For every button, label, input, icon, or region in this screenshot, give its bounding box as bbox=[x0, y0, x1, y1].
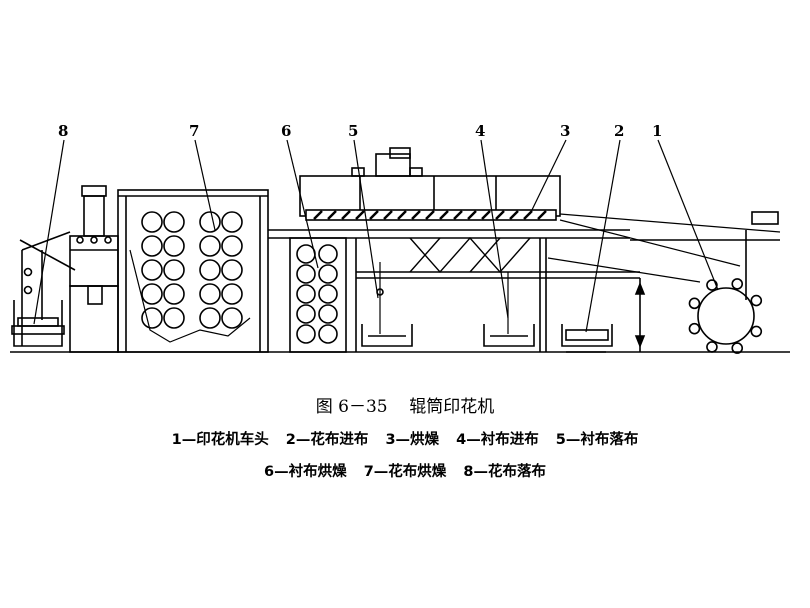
legend-item-7: 7—花布烘燥 bbox=[363, 464, 447, 480]
legend-row-1: 1—印花机车头 2—花布进布 3—烘燥 4—衬布进布 5—衬布落布 bbox=[0, 428, 810, 449]
belt-hatch-mark bbox=[453, 210, 463, 220]
belt-hatch-mark bbox=[509, 210, 519, 220]
figure-caption: 图 6－35 辊筒印花机 bbox=[0, 392, 810, 417]
drying-cylinder bbox=[163, 283, 185, 305]
color-roller bbox=[731, 342, 744, 354]
belt-hatch-mark bbox=[383, 210, 393, 220]
callout-3: 3 bbox=[560, 122, 570, 140]
legend-item-1: 1—印花机车头 bbox=[171, 432, 269, 448]
drying-cylinder bbox=[141, 307, 163, 329]
belt-hatch-mark bbox=[467, 210, 477, 220]
belt-hatch-mark bbox=[495, 210, 505, 220]
belt-hatch-mark bbox=[355, 210, 365, 220]
drying-cylinder bbox=[141, 259, 163, 281]
drying-cylinder bbox=[163, 235, 185, 257]
drying-cylinder bbox=[221, 307, 243, 329]
drying-cylinder bbox=[221, 283, 243, 305]
roller-printing-machine-diagram: 8 7 6 5 4 3 2 1 bbox=[10, 122, 790, 354]
callout-7: 7 bbox=[189, 122, 199, 140]
part-1-printing-head bbox=[547, 211, 781, 354]
leader-lines bbox=[33, 139, 719, 333]
back-grey-cylinder bbox=[296, 304, 316, 324]
drying-cylinder bbox=[221, 235, 243, 257]
back-grey-cylinder bbox=[318, 304, 338, 324]
outlet-column bbox=[69, 185, 119, 353]
part-8-cloth-batching bbox=[11, 231, 76, 347]
drying-cylinder bbox=[221, 211, 243, 233]
callout-5: 5 bbox=[348, 122, 358, 140]
color-roller bbox=[688, 297, 701, 310]
back-grey-cylinder bbox=[318, 244, 338, 264]
part-7-cloth-dryer bbox=[117, 189, 269, 353]
main-frame bbox=[268, 229, 646, 352]
belt-hatch-mark bbox=[481, 210, 491, 220]
color-roller bbox=[706, 341, 718, 353]
legend-item-3: 3—烘燥 bbox=[385, 432, 440, 448]
part-6-back-grey-dryer bbox=[289, 237, 347, 353]
part-2-cloth-feed bbox=[561, 324, 613, 353]
belt-hatch-mark bbox=[313, 210, 323, 220]
back-grey-cylinder bbox=[296, 284, 316, 304]
legend-item-8: 8—花布落布 bbox=[463, 464, 546, 480]
legend-row-2: 6—衬布烘燥 7—花布烘燥 8—花布落布 bbox=[0, 460, 810, 481]
color-roller bbox=[688, 322, 701, 335]
back-grey-cylinder bbox=[296, 324, 316, 344]
part-3-drying-hood bbox=[299, 147, 561, 221]
callout-numbers: 8 7 6 5 4 3 2 1 bbox=[58, 122, 662, 140]
drying-cylinder bbox=[199, 259, 221, 281]
back-grey-cylinder bbox=[318, 284, 338, 304]
legend-item-4: 4—衬布进布 bbox=[456, 432, 539, 448]
drying-cylinder bbox=[141, 235, 163, 257]
drying-cylinder bbox=[199, 283, 221, 305]
back-grey-cylinder bbox=[318, 324, 338, 344]
drying-cylinder bbox=[199, 211, 221, 233]
drying-cylinder bbox=[163, 307, 185, 329]
part-4-back-grey-feed bbox=[483, 272, 535, 347]
back-grey-cylinder bbox=[296, 244, 316, 264]
back-grey-cylinder bbox=[296, 264, 316, 284]
part-5-back-grey-batching bbox=[361, 262, 413, 347]
drying-cylinder bbox=[141, 283, 163, 305]
callout-4: 4 bbox=[475, 122, 485, 140]
belt-hatch-mark bbox=[327, 210, 337, 220]
legend-item-6: 6—衬布烘燥 bbox=[264, 464, 347, 480]
legend-item-5: 5—衬布落布 bbox=[555, 432, 639, 448]
belt-hatch-mark bbox=[369, 210, 379, 220]
belt-hatch-mark bbox=[341, 210, 351, 220]
drying-cylinder bbox=[163, 259, 185, 281]
belt-hatch-mark bbox=[425, 210, 435, 220]
back-grey-cylinder bbox=[318, 264, 338, 284]
callout-8: 8 bbox=[58, 122, 68, 140]
legend-item-2: 2—花布进布 bbox=[285, 432, 369, 448]
drying-cylinder bbox=[199, 235, 221, 257]
figure-number: 图 6－35 bbox=[315, 397, 388, 417]
callout-2: 2 bbox=[614, 122, 624, 140]
color-roller bbox=[750, 325, 763, 338]
belt-hatch-mark bbox=[439, 210, 449, 220]
belt-hatch-mark bbox=[411, 210, 421, 220]
color-roller bbox=[706, 279, 718, 291]
drying-cylinder bbox=[199, 307, 221, 329]
drying-cylinder bbox=[141, 211, 163, 233]
color-roller bbox=[750, 294, 763, 307]
callout-6: 6 bbox=[281, 122, 291, 140]
color-roller bbox=[731, 278, 744, 290]
drying-cylinder bbox=[163, 211, 185, 233]
belt-hatch-mark bbox=[397, 210, 407, 220]
figure-title: 辊筒印花机 bbox=[409, 397, 495, 417]
drying-cylinder bbox=[221, 259, 243, 281]
callout-1: 1 bbox=[652, 122, 662, 140]
belt-hatch-mark bbox=[537, 210, 547, 220]
